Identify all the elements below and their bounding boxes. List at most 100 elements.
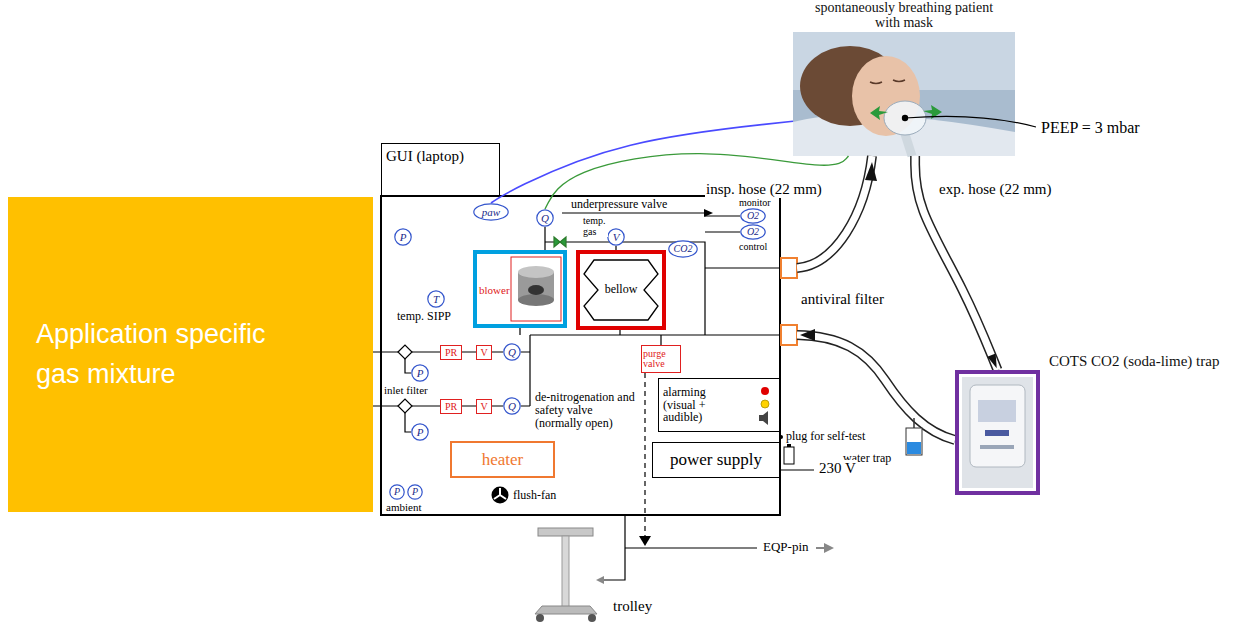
node-text: P — [417, 368, 424, 379]
sensor-circle — [390, 485, 404, 499]
bellow-box: bellow — [576, 250, 666, 330]
device-housing — [381, 196, 780, 515]
pin-symbol — [596, 576, 604, 584]
alarm-box: alarming (visual + audible) — [658, 378, 780, 432]
gas-mixture-box: Application specific gas mixture — [8, 197, 373, 512]
pressure-sensor: P — [411, 423, 429, 441]
node-text: O2 — [747, 227, 759, 237]
alarm-lamps — [759, 387, 769, 425]
node-text: heater — [482, 450, 524, 470]
green-arrow — [870, 106, 888, 120]
sensor-label: temp. SIPP — [396, 310, 452, 323]
node-text: P — [400, 232, 407, 243]
trap-water — [907, 442, 921, 454]
battery-symbol — [784, 447, 794, 464]
flow-sensor: Q — [503, 397, 521, 415]
node-text: Q — [508, 401, 516, 412]
flush-fan-symbol — [492, 487, 509, 504]
self-test-plug — [779, 435, 783, 439]
purge-valve-box: purge valve — [641, 345, 681, 373]
sensor-circle — [395, 229, 411, 245]
trolley-picture — [535, 528, 597, 622]
co2-sensor: CO2 — [668, 240, 698, 258]
insp-hose — [797, 156, 872, 268]
photo-ground — [793, 32, 1015, 156]
node-text: CO2 — [674, 244, 693, 254]
gas-line — [520, 328, 661, 345]
arrow-head — [987, 353, 996, 368]
insp-hose-bore — [797, 156, 872, 268]
plug-label: plug for self-test — [785, 430, 866, 443]
battery-pole — [787, 444, 791, 447]
hose-label: exp. hose (22 mm) — [938, 181, 1052, 198]
filter-symbol — [781, 325, 797, 345]
bellow-picture — [584, 260, 658, 320]
blower-outlet — [528, 285, 544, 295]
trap-sticker — [978, 400, 1016, 422]
pin-symbol — [824, 543, 834, 553]
blower-picture — [511, 257, 561, 321]
pin-label: EQP-pin — [762, 540, 810, 554]
mains-line — [780, 469, 814, 470]
trap-canister — [970, 385, 1025, 467]
node-text: Application specific gas mixture — [36, 315, 306, 393]
node-text: V — [613, 232, 620, 243]
trap-bottle — [906, 428, 922, 455]
valve-box: V — [476, 399, 492, 414]
heater-box: heater — [450, 441, 555, 478]
node-text: T — [433, 294, 439, 305]
flow-sensor: Q — [503, 343, 521, 361]
node-text: P — [417, 427, 424, 438]
filter-label: antiviral filter — [800, 291, 885, 308]
pressure-sensor: P — [407, 484, 423, 500]
photo-eye — [893, 80, 905, 82]
fan-blades — [494, 488, 506, 499]
volume-sensor: V — [607, 228, 625, 246]
patient-photo: spontaneously breathing patient with mas… — [793, 32, 1015, 156]
arrow-head — [800, 329, 815, 341]
node-text: Q — [508, 347, 516, 358]
trap-stem — [913, 418, 915, 428]
sensor-circle — [741, 209, 765, 223]
blower-frame — [511, 257, 561, 321]
fan-label: flush-fan — [512, 489, 557, 502]
sensor-label: monitor — [738, 197, 772, 208]
node-text: power supply — [670, 450, 762, 470]
fan-body — [492, 487, 509, 504]
gas-line — [545, 216, 781, 335]
blower-bottom — [518, 294, 554, 306]
node-text: V — [480, 348, 487, 358]
node-text: P — [394, 487, 400, 497]
oxygen-sensor: O2 — [740, 224, 766, 240]
underpressure-line — [562, 212, 706, 213]
pressure-sensor: P — [411, 364, 429, 382]
node-text: alarming (visual + audible) — [663, 386, 725, 424]
sensor-label: ambient — [385, 501, 422, 513]
inlet-filter-symbol — [398, 345, 412, 359]
sensor-circle — [537, 210, 553, 226]
valve-box: V — [476, 345, 492, 360]
node-text: purge valve — [643, 349, 679, 369]
filter-symbol — [781, 258, 797, 278]
node-text: spontaneously breathing patient with mas… — [814, 1, 994, 30]
patient-photo — [793, 32, 1036, 156]
trolley-label: trolley — [612, 598, 653, 615]
leader-line — [905, 116, 1036, 127]
sensor-circle — [408, 485, 422, 499]
voltage-label: 230 V — [818, 460, 857, 477]
trolley-pole — [562, 536, 569, 608]
housing-outline — [381, 196, 780, 515]
power-supply-box: power supply — [652, 442, 780, 478]
trap-photo-ground — [962, 377, 1033, 488]
node-text: Q — [541, 213, 549, 224]
trap-stripe — [985, 430, 1009, 436]
pressure-regulator: PR — [440, 399, 462, 414]
temperature-sensor: T — [427, 290, 445, 308]
pressure-sensor: paw — [473, 203, 509, 221]
return-hose-bore — [797, 335, 955, 440]
node-text: PR — [445, 348, 457, 358]
filter-label: inlet filter — [383, 384, 429, 396]
trolley-wheel — [588, 614, 596, 622]
sensor-circle — [412, 424, 428, 440]
